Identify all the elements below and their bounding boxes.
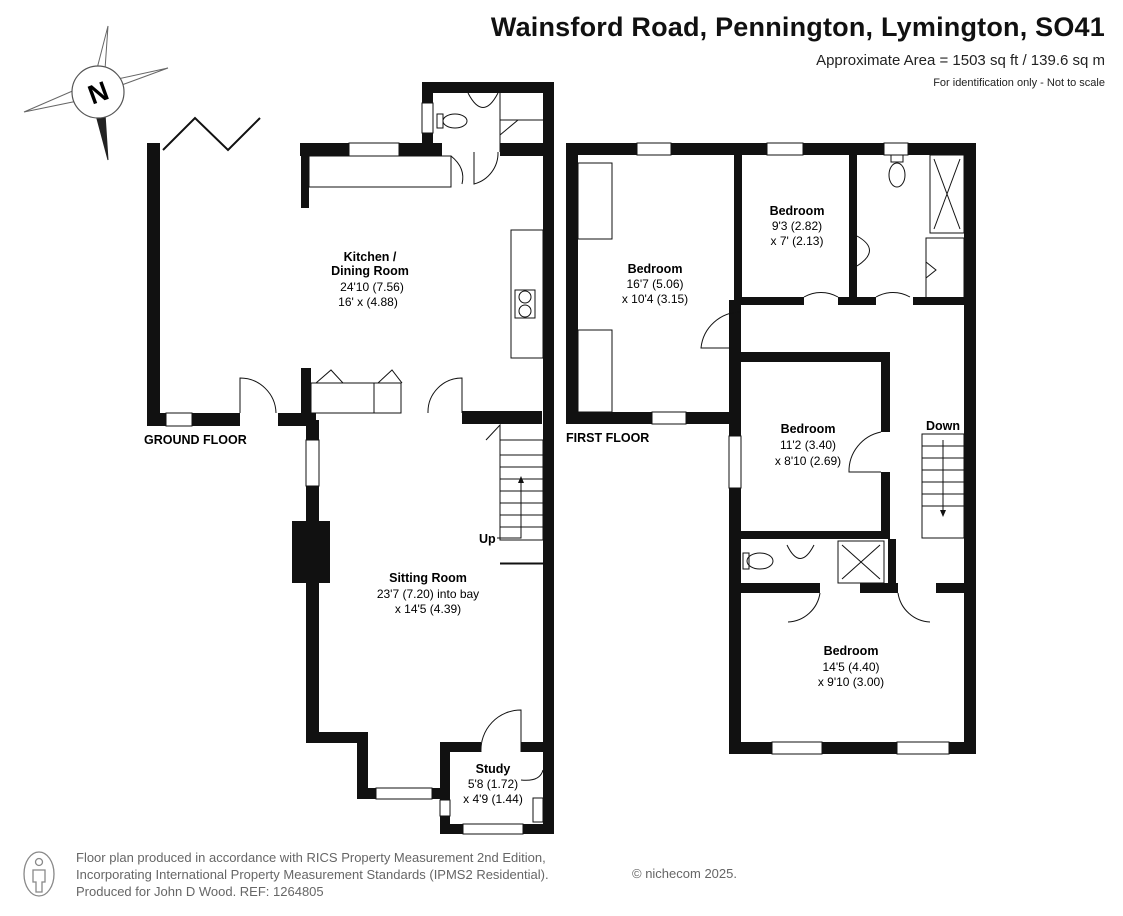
bedroom-3-dim-2: x 8'10 (2.69) [775, 454, 841, 468]
bedroom-2-dim-2: x 7' (2.13) [771, 234, 824, 248]
ground-floor-label: GROUND FLOOR [144, 433, 247, 447]
bedroom-2-name: Bedroom [770, 204, 825, 218]
study-name: Study [476, 762, 511, 776]
footer-text: Floor plan produced in accordance with R… [76, 849, 549, 900]
first-floor-label: FIRST FLOOR [566, 431, 649, 445]
kitchen-dim-1: 24'10 (7.56) [340, 280, 404, 294]
stairs-down [921, 433, 965, 539]
copyright: © nichecom 2025. [632, 866, 737, 881]
stairs-down-label: Down [926, 419, 960, 433]
ground-floor [147, 82, 554, 835]
bedroom-1-dim-2: x 10'4 (3.15) [622, 292, 688, 306]
bedroom-4-name: Bedroom [824, 644, 879, 658]
identification-note: For identification only - Not to scale [933, 77, 1105, 89]
bedroom-2-dim-1: 9'3 (2.82) [772, 219, 822, 233]
bedroom-3-name: Bedroom [781, 422, 836, 436]
bedroom-1-dim-1: 16'7 (5.06) [627, 277, 684, 291]
sitting-room-dim-2: x 14'5 (4.39) [395, 602, 461, 616]
kitchen-dim-2: 16' x (4.88) [338, 295, 398, 309]
person-icon [23, 851, 55, 897]
kitchen-name-1: Kitchen / [344, 250, 397, 264]
approximate-area: Approximate Area = 1503 sq ft / 139.6 sq… [816, 52, 1105, 69]
stairs-up [497, 439, 544, 541]
footer-line-1: Floor plan produced in accordance with R… [76, 850, 546, 865]
kitchen-name-2: Dining Room [331, 264, 409, 278]
footer-line-2: Incorporating International Property Mea… [76, 867, 549, 882]
page-title: Wainsford Road, Pennington, Lymington, S… [490, 12, 1105, 42]
stairs-up-label: Up [479, 532, 496, 546]
study-dim-2: x 4'9 (1.44) [463, 792, 523, 806]
footer-line-3: Produced for John D Wood. REF: 1264805 [76, 884, 324, 899]
bedroom-1-name: Bedroom [628, 262, 683, 276]
sitting-room-dim-1: 23'7 (7.20) into bay [377, 587, 479, 601]
bedroom-4-dim-2: x 9'10 (3.00) [818, 675, 884, 689]
study-dim-1: 5'8 (1.72) [468, 777, 518, 791]
compass-icon: N [23, 25, 169, 161]
first-floor [566, 142, 976, 755]
bedroom-4-dim-1: 14'5 (4.40) [823, 660, 880, 674]
bedroom-3-dim-1: 11'2 (3.40) [780, 438, 836, 452]
sitting-room-name: Sitting Room [389, 571, 467, 585]
